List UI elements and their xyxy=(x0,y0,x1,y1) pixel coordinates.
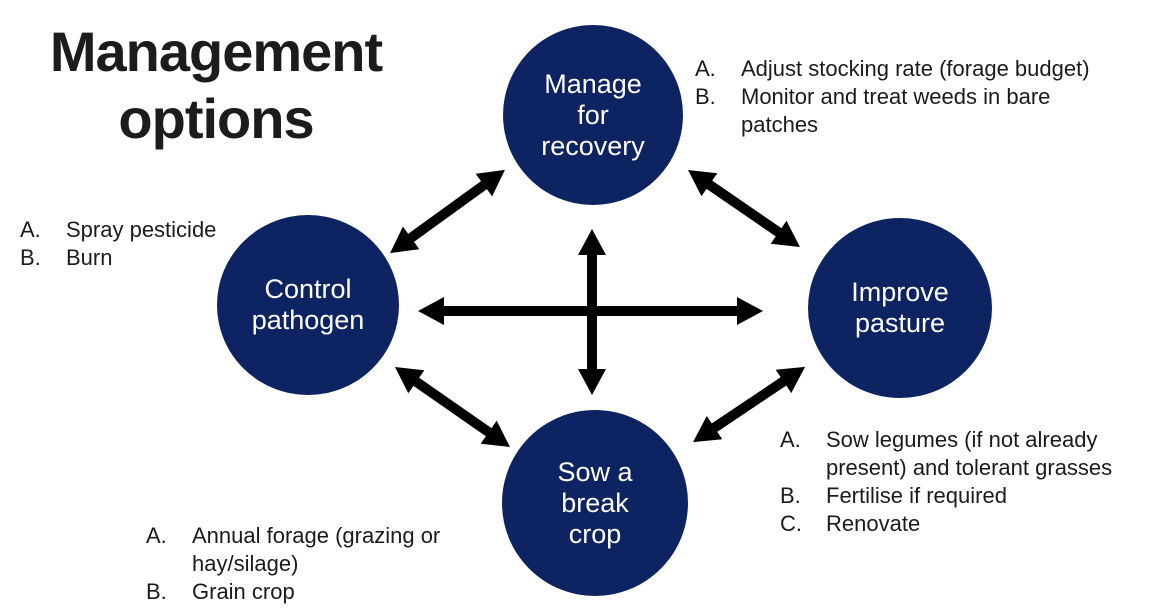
list-item-text: Grain crop xyxy=(192,579,295,604)
list-sow-break-crop: A. Annual forage (grazing or hay/silage)… xyxy=(146,522,454,606)
page-title-line2: options xyxy=(118,87,314,150)
list-item-letter: C. xyxy=(780,511,802,536)
list-control-pathogen: A. Spray pesticide B. Burn xyxy=(20,216,270,272)
arrow-top-right xyxy=(688,169,800,248)
list-improve-pasture: A. Sow legumes (if not already present) … xyxy=(780,426,1148,538)
list-item-text: Renovate xyxy=(826,511,921,536)
list-item: A. Adjust stocking rate (forage budget) xyxy=(695,55,1111,83)
list-item: B. Grain crop xyxy=(146,578,454,606)
list-item: A. Annual forage (grazing or hay/silage) xyxy=(146,522,454,578)
node-improve-pasture: Improve pasture xyxy=(808,218,992,398)
node-manage-for-recovery: Manage for recovery xyxy=(503,25,683,205)
arrow-left-top xyxy=(390,169,505,254)
arrow-left-bottom xyxy=(394,366,511,448)
list-item-text: Monitor and treat weeds in bare patches xyxy=(741,84,1051,137)
node-label: Improve pasture xyxy=(851,277,949,338)
list-item-text: Spray pesticide xyxy=(66,217,217,242)
list-item: B. Monitor and treat weeds in bare patch… xyxy=(695,83,1111,139)
node-label: Sow a break crop xyxy=(557,456,633,549)
list-item-letter: A. xyxy=(146,523,167,548)
page-title-line1: Management xyxy=(49,20,383,83)
page-title: Management options xyxy=(0,18,432,152)
list-item: A. Sow legumes (if not already present) … xyxy=(780,426,1148,482)
list-item-letter: B. xyxy=(146,579,167,604)
list-item-letter: B. xyxy=(780,483,801,508)
list-item: B. Fertilise if required xyxy=(780,482,1148,510)
list-item-text: Adjust stocking rate (forage budget) xyxy=(741,56,1090,81)
list-item: B. Burn xyxy=(20,244,270,272)
node-control-pathogen: Control pathogen xyxy=(217,215,399,395)
list-item-letter: A. xyxy=(780,427,801,452)
node-label: Control pathogen xyxy=(251,274,365,335)
list-manage-for-recovery: A. Adjust stocking rate (forage budget) … xyxy=(695,55,1111,139)
node-label: Manage for recovery xyxy=(541,68,645,161)
list-item-letter: A. xyxy=(695,56,716,81)
list-item: A. Spray pesticide xyxy=(20,216,270,244)
list-item: C. Renovate xyxy=(780,510,1148,538)
list-item-text: Burn xyxy=(66,245,113,270)
list-item-text: Annual forage (grazing or hay/silage) xyxy=(192,523,441,576)
list-item-letter: A. xyxy=(20,217,41,242)
list-item-text: Fertilise if required xyxy=(826,483,1007,508)
list-item-text: Sow legumes (if not already present) and… xyxy=(826,427,1113,480)
list-item-letter: B. xyxy=(20,245,41,270)
arrow-right-bottom xyxy=(692,366,806,443)
node-sow-break-crop: Sow a break crop xyxy=(502,410,688,596)
list-item-letter: B. xyxy=(695,84,716,109)
